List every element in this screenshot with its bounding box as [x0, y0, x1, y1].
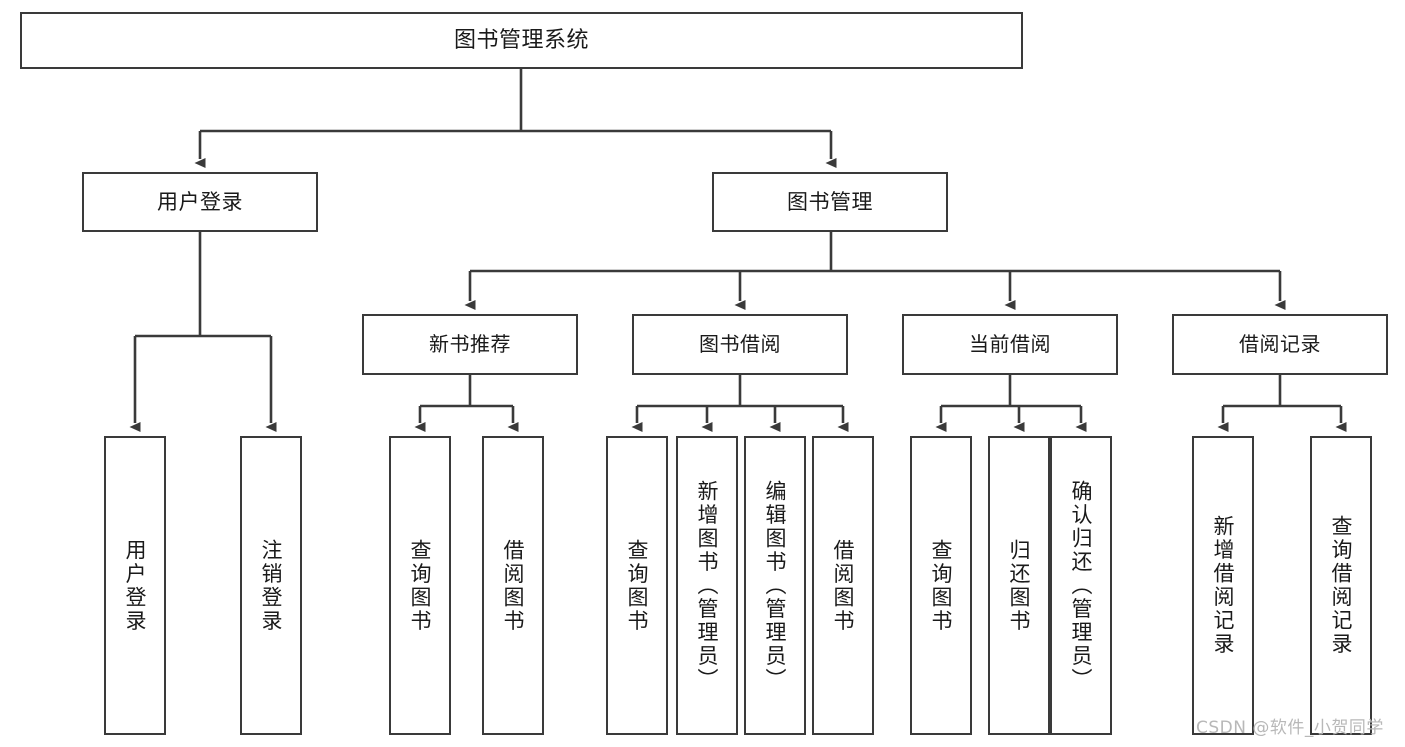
node-user-login[interactable]: 用户登录 [82, 172, 318, 232]
node-new-book-recommendation-label: 新书推荐 [429, 331, 511, 356]
node-leaf-borrow-book-2[interactable]: 借阅图书 [812, 436, 874, 735]
node-current-borrow-label: 当前借阅 [969, 331, 1051, 356]
node-leaf-query-book-3-label: 查询图书 [929, 538, 954, 633]
node-leaf-add-book-label: 新增图书（管理员） [695, 479, 720, 692]
node-leaf-query-borrow-record-label: 查询借阅记录 [1329, 515, 1354, 656]
node-leaf-edit-book[interactable]: 编辑图书（管理员） [744, 436, 806, 735]
node-leaf-query-book-3[interactable]: 查询图书 [910, 436, 972, 735]
node-user-login-label: 用户登录 [157, 189, 243, 214]
node-book-borrow[interactable]: 图书借阅 [632, 314, 848, 375]
node-leaf-add-borrow-record-label: 新增借阅记录 [1211, 515, 1236, 656]
node-leaf-query-borrow-record[interactable]: 查询借阅记录 [1310, 436, 1372, 735]
node-leaf-user-login-label: 用户登录 [123, 538, 148, 633]
node-leaf-borrow-book-2-label: 借阅图书 [831, 538, 856, 633]
node-leaf-query-book-2-label: 查询图书 [625, 538, 650, 633]
node-leaf-confirm-return-label: 确认归还（管理员） [1069, 479, 1094, 692]
node-book-manage[interactable]: 图书管理 [712, 172, 948, 232]
node-leaf-query-book-2[interactable]: 查询图书 [606, 436, 668, 735]
node-leaf-query-book-1[interactable]: 查询图书 [389, 436, 451, 735]
node-leaf-return-book-label: 归还图书 [1007, 538, 1032, 633]
node-leaf-add-borrow-record[interactable]: 新增借阅记录 [1192, 436, 1254, 735]
node-leaf-edit-book-label: 编辑图书（管理员） [763, 479, 788, 692]
node-root-label: 图书管理系统 [453, 27, 589, 53]
node-book-borrow-label: 图书借阅 [699, 331, 781, 356]
node-borrow-record-label: 借阅记录 [1239, 331, 1321, 356]
node-leaf-return-book[interactable]: 归还图书 [988, 436, 1050, 735]
watermark: CSDN @软件_小贺同学 [1196, 718, 1384, 738]
node-borrow-record[interactable]: 借阅记录 [1172, 314, 1388, 375]
node-leaf-logout[interactable]: 注销登录 [240, 436, 302, 735]
node-leaf-borrow-book-1-label: 借阅图书 [501, 538, 526, 633]
node-leaf-query-book-1-label: 查询图书 [408, 538, 433, 633]
node-leaf-confirm-return[interactable]: 确认归还（管理员） [1050, 436, 1112, 735]
node-new-book-recommendation[interactable]: 新书推荐 [362, 314, 578, 375]
node-current-borrow[interactable]: 当前借阅 [902, 314, 1118, 375]
node-leaf-user-login[interactable]: 用户登录 [104, 436, 166, 735]
node-root[interactable]: 图书管理系统 [20, 12, 1023, 69]
node-leaf-add-book[interactable]: 新增图书（管理员） [676, 436, 738, 735]
node-book-manage-label: 图书管理 [787, 189, 873, 214]
node-leaf-logout-label: 注销登录 [259, 538, 284, 633]
node-leaf-borrow-book-1[interactable]: 借阅图书 [482, 436, 544, 735]
